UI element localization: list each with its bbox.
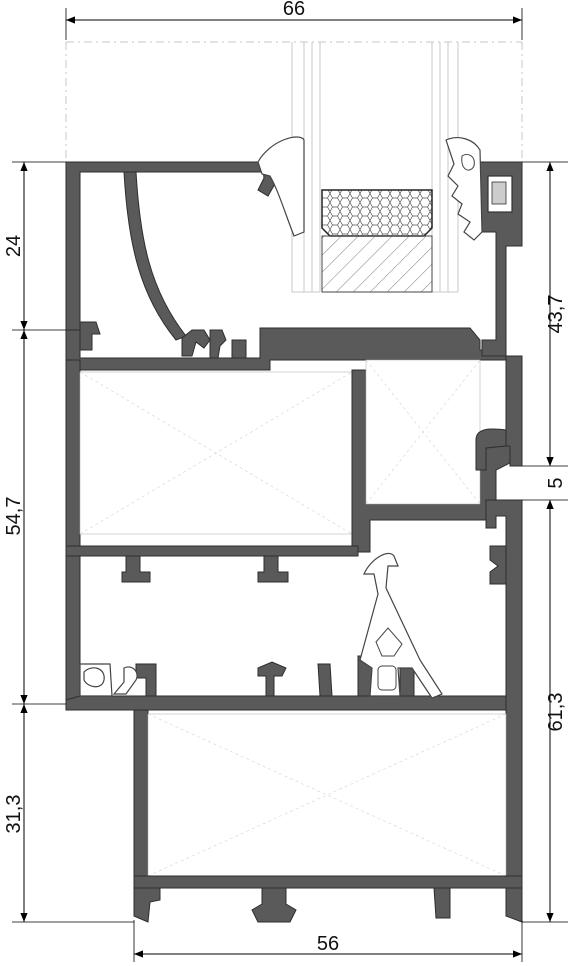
dimension-right-upper: 43,7 — [545, 295, 567, 334]
dimension-left-upper: 24 — [3, 235, 25, 257]
sealant-hatch — [321, 235, 433, 293]
lower-frame — [65, 499, 523, 917]
right-upper-profile — [445, 137, 523, 357]
dimension-lines — [12, 8, 568, 962]
glass-spacer — [321, 189, 433, 237]
dimension-right-lower: 61,3 — [545, 693, 567, 732]
middle-frame — [65, 355, 523, 583]
dimension-bottom-width: 56 — [317, 933, 339, 955]
dimension-top-width: 66 — [283, 0, 305, 20]
bottom-frame — [133, 709, 523, 923]
dimension-right-gap: 5 — [545, 477, 567, 488]
dimension-left-lower: 31,3 — [3, 795, 25, 834]
glazing-area — [65, 41, 523, 293]
inner-glazing-gasket — [257, 136, 305, 237]
sash-profile — [65, 161, 507, 371]
dimension-left-middle: 54,7 — [3, 497, 25, 536]
